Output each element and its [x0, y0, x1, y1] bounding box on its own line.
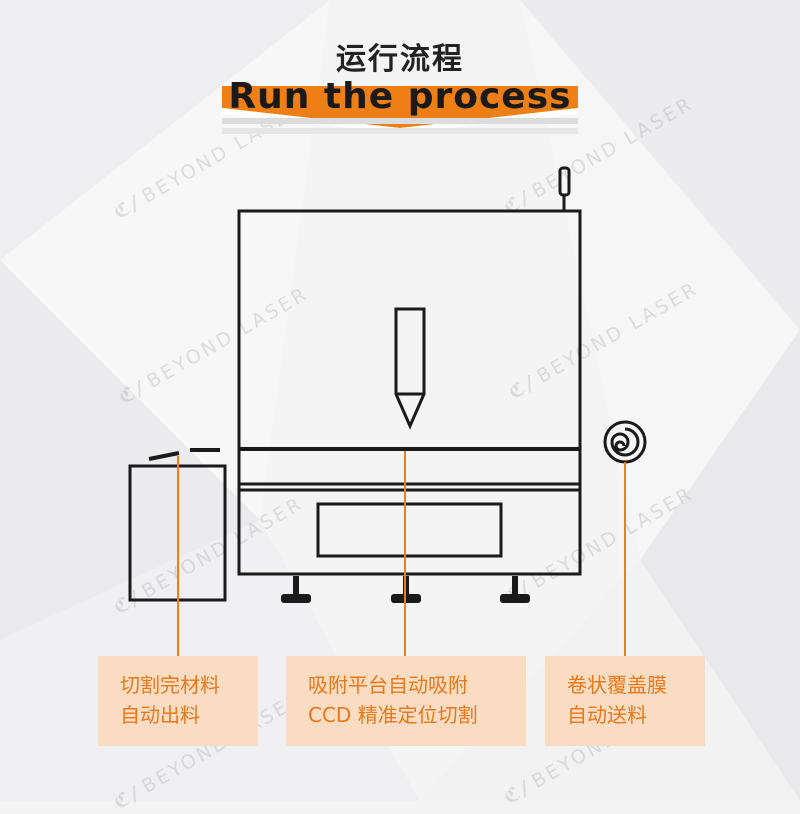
cutting-head	[394, 307, 426, 430]
label-film-feed: 卷状覆盖膜 自动送料	[545, 656, 705, 746]
signal-light	[558, 166, 571, 197]
page-title: 运行流程	[336, 42, 464, 77]
machine-cabinet	[237, 209, 582, 576]
banner-ribbon	[222, 86, 578, 134]
banner-title: Run the process	[228, 76, 572, 117]
label-suction-platform: 吸附平台自动吸附 CCD 精准定位切割	[286, 656, 526, 746]
drawer	[316, 502, 503, 558]
label-output: 切割完材料 自动出料	[98, 656, 258, 746]
film-roll	[603, 420, 647, 464]
